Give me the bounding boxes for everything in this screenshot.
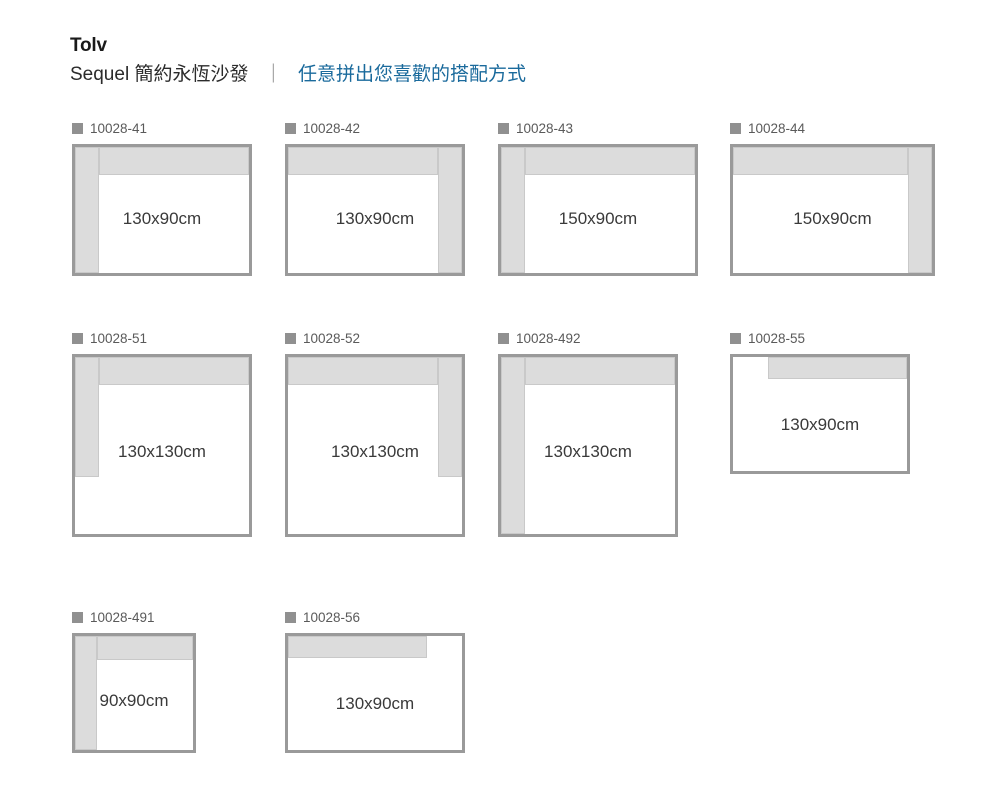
module-arm-left [501, 147, 525, 273]
product-name: Sequel 簡約永恆沙發 [70, 64, 249, 85]
module-dimension-text: 150x90cm [558, 209, 638, 228]
module-cell[interactable]: 10028-41 130x90cm [72, 120, 252, 276]
module-diagram: 150x90cm [730, 144, 935, 276]
subtitle-separator: ｜ [263, 64, 283, 85]
module-backrest [525, 147, 695, 175]
square-bullet-icon [72, 332, 83, 344]
module-cell[interactable]: 10028-51 130x130cm [72, 330, 252, 537]
module-diagram: 90x90cm [72, 633, 196, 753]
module-code: 10028-492 [516, 330, 581, 346]
module-dimension-text: 130x90cm [122, 209, 202, 228]
module-cell[interactable]: 10028-491 90x90cm [72, 609, 196, 753]
square-bullet-icon [730, 332, 741, 344]
module-cell[interactable]: 10028-42 130x90cm [285, 120, 465, 276]
brand-title: Tolv [70, 35, 107, 56]
module-label: 10028-41 [72, 120, 252, 136]
page-header: Tolv Sequel 簡約永恆沙發 ｜ 任意拼出您喜歡的搭配方式 [70, 34, 526, 88]
module-code: 10028-51 [90, 330, 148, 346]
module-backrest [525, 357, 675, 385]
square-bullet-icon [285, 332, 296, 344]
module-arm-right [438, 147, 462, 273]
square-bullet-icon [285, 122, 296, 134]
module-code: 10028-52 [303, 330, 361, 346]
square-bullet-icon [72, 122, 83, 134]
module-diagram: 130x90cm [72, 144, 252, 276]
module-diagram: 130x130cm [72, 354, 252, 537]
module-dimension-text: 150x90cm [793, 209, 872, 228]
module-arm-right [438, 357, 462, 477]
module-diagram: 130x130cm [285, 354, 465, 537]
module-label: 10028-51 [72, 330, 252, 346]
module-backrest [288, 357, 438, 385]
module-label: 10028-55 [730, 330, 910, 346]
module-dimension-text: 130x130cm [544, 442, 632, 461]
module-arm-left [501, 357, 525, 534]
module-arm-left [75, 147, 99, 273]
module-label: 10028-43 [498, 120, 698, 136]
module-dimension-text: 130x130cm [118, 442, 206, 461]
module-cell[interactable]: 10028-55 130x90cm [730, 330, 910, 474]
square-bullet-icon [285, 611, 296, 623]
module-cell[interactable]: 10028-56 130x90cm [285, 609, 465, 753]
module-cell[interactable]: 10028-43 150x90cm [498, 120, 698, 276]
module-dimension-text: 90x90cm [99, 691, 169, 710]
module-backrest [288, 636, 427, 658]
product-subtitle: Sequel 簡約永恆沙發 ｜ 任意拼出您喜歡的搭配方式 [70, 62, 526, 88]
module-label: 10028-42 [285, 120, 465, 136]
module-backrest [99, 147, 249, 175]
square-bullet-icon [498, 332, 509, 344]
module-backrest [99, 357, 249, 385]
square-bullet-icon [498, 122, 509, 134]
module-dimension-text: 130x130cm [331, 442, 419, 461]
module-diagram: 130x130cm [498, 354, 678, 537]
module-backrest [288, 147, 438, 175]
product-tagline: 任意拼出您喜歡的搭配方式 [298, 64, 527, 85]
module-label: 10028-52 [285, 330, 465, 346]
module-diagram: 130x90cm [285, 633, 465, 753]
module-cell[interactable]: 10028-492 130x130cm [498, 330, 678, 537]
module-label: 10028-491 [72, 609, 196, 625]
module-code: 10028-491 [90, 609, 155, 625]
module-code: 10028-42 [303, 120, 361, 136]
square-bullet-icon [72, 611, 83, 623]
module-diagram: 130x90cm [730, 354, 910, 474]
module-code: 10028-44 [748, 120, 806, 136]
module-diagram: 130x90cm [285, 144, 465, 276]
module-dimension-text: 130x90cm [335, 694, 415, 713]
module-cell[interactable]: 10028-44 150x90cm [730, 120, 935, 276]
module-dimension-text: 130x90cm [780, 415, 860, 434]
module-arm-right [908, 147, 932, 273]
module-cell[interactable]: 10028-52 130x130cm [285, 330, 465, 537]
module-code: 10028-41 [90, 120, 148, 136]
module-backrest [97, 636, 193, 660]
module-arm-left [75, 636, 97, 750]
square-bullet-icon [730, 122, 741, 134]
module-diagram: 150x90cm [498, 144, 698, 276]
module-label: 10028-44 [730, 120, 935, 136]
module-arm-left [75, 357, 99, 477]
module-backrest [733, 147, 908, 175]
module-code: 10028-55 [748, 330, 806, 346]
module-label: 10028-492 [498, 330, 678, 346]
module-code: 10028-43 [516, 120, 574, 136]
module-backrest [768, 357, 907, 379]
module-label: 10028-56 [285, 609, 465, 625]
module-code: 10028-56 [303, 609, 361, 625]
module-dimension-text: 130x90cm [335, 209, 415, 228]
